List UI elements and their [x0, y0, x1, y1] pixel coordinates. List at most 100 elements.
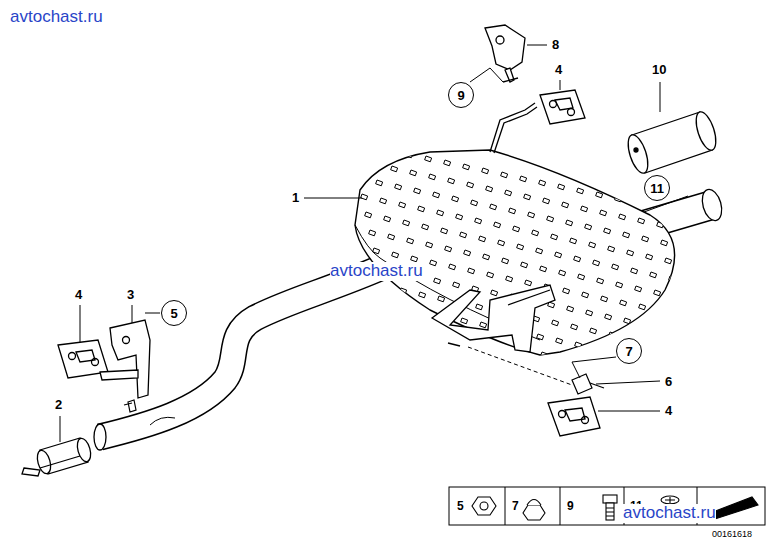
callout-number: 10: [652, 63, 666, 77]
leader-line: [304, 198, 362, 199]
dimple: [480, 322, 487, 328]
dimple: [503, 344, 510, 350]
leader-line: [132, 305, 133, 323]
dimple: [631, 268, 638, 274]
dimple: [551, 234, 558, 240]
dimple: [616, 282, 623, 288]
dimple: [564, 374, 571, 380]
dimple: [445, 246, 452, 252]
dimple: [574, 256, 581, 262]
dimple: [609, 332, 616, 338]
rubber-mount: [548, 397, 600, 436]
dimple: [479, 236, 486, 242]
dimple: [543, 198, 550, 204]
dimple: [586, 310, 593, 316]
bracket: [503, 78, 518, 82]
dimple: [467, 182, 474, 188]
dimple: [651, 358, 658, 364]
dimple: [634, 200, 641, 206]
dimple: [662, 326, 669, 332]
dimple: [672, 208, 679, 214]
dimple: [577, 188, 584, 194]
dimple: [547, 216, 554, 222]
leader-line: [60, 416, 61, 442]
dimple: [438, 296, 445, 302]
watermark: avtochast.ru: [623, 504, 716, 523]
dimple: [357, 176, 364, 182]
dimple: [437, 210, 444, 216]
dimple: [376, 180, 383, 186]
hanger-rod: [490, 103, 537, 153]
dimple: [689, 366, 696, 372]
dimple: [659, 394, 666, 400]
dimple: [621, 386, 628, 392]
dimple: [555, 252, 562, 258]
bracket: [448, 343, 460, 346]
bolt-icon: [606, 503, 614, 520]
callout-number: 9: [457, 89, 464, 102]
dimple: [425, 156, 432, 162]
tail-pipe: [699, 187, 725, 223]
dimple: [540, 266, 547, 272]
dimple: [581, 206, 588, 212]
dimple: [678, 398, 685, 404]
dimple: [521, 262, 528, 268]
dimple: [643, 322, 650, 328]
callout-circle: 9: [448, 82, 474, 108]
dimple: [365, 212, 372, 218]
dimple: [654, 290, 661, 296]
table-cell: 7: [512, 500, 519, 513]
dimple: [404, 306, 411, 312]
dimple: [680, 244, 687, 250]
exhaust-pipe: [94, 266, 385, 450]
rubber-mount: [548, 397, 600, 436]
watermark: avtochast.ru: [10, 8, 103, 27]
dimple: [461, 318, 468, 324]
dimple: [441, 228, 448, 234]
dimple: [491, 290, 498, 296]
leader-line: [560, 80, 561, 90]
pipe-clamp: [75, 437, 93, 463]
dimple: [430, 260, 437, 266]
dimple: [414, 188, 421, 194]
dimple: [449, 264, 456, 270]
rubber-mount: [69, 353, 76, 360]
dimple: [558, 184, 565, 190]
dimple: [532, 230, 539, 236]
dimple: [426, 242, 433, 248]
bracket: [100, 370, 138, 380]
dimple: [665, 258, 672, 264]
leader-line: [470, 68, 503, 82]
dimple: [484, 340, 491, 346]
dimple: [639, 304, 646, 310]
dimple: [517, 244, 524, 250]
dimple: [704, 352, 711, 358]
dimple: [567, 306, 574, 312]
rear-silencer: [355, 225, 380, 258]
dimple: [393, 338, 400, 344]
dimple: [471, 200, 478, 206]
bolt-icon: [603, 495, 617, 503]
dimple: [408, 324, 415, 330]
dimple: [601, 296, 608, 302]
dimple: [570, 238, 577, 244]
bolt: [124, 403, 132, 405]
dimple: [596, 192, 603, 198]
dimple: [372, 162, 379, 168]
dimple: [498, 240, 505, 246]
exhaust-pipe: [100, 266, 385, 437]
dimple: [400, 288, 407, 294]
dimple: [448, 178, 455, 184]
dimple: [539, 180, 546, 186]
callout-circle: 11: [644, 175, 670, 201]
dimple: [640, 390, 647, 396]
dimple: [469, 354, 476, 360]
callout-number: 4: [75, 288, 82, 302]
leader-line: [145, 313, 160, 314]
dimple: [412, 342, 419, 348]
dimple: [563, 288, 570, 294]
nut: [572, 374, 592, 394]
dimple: [387, 148, 394, 154]
rubber-mount: [559, 411, 566, 418]
hanger-rod: [494, 107, 537, 153]
